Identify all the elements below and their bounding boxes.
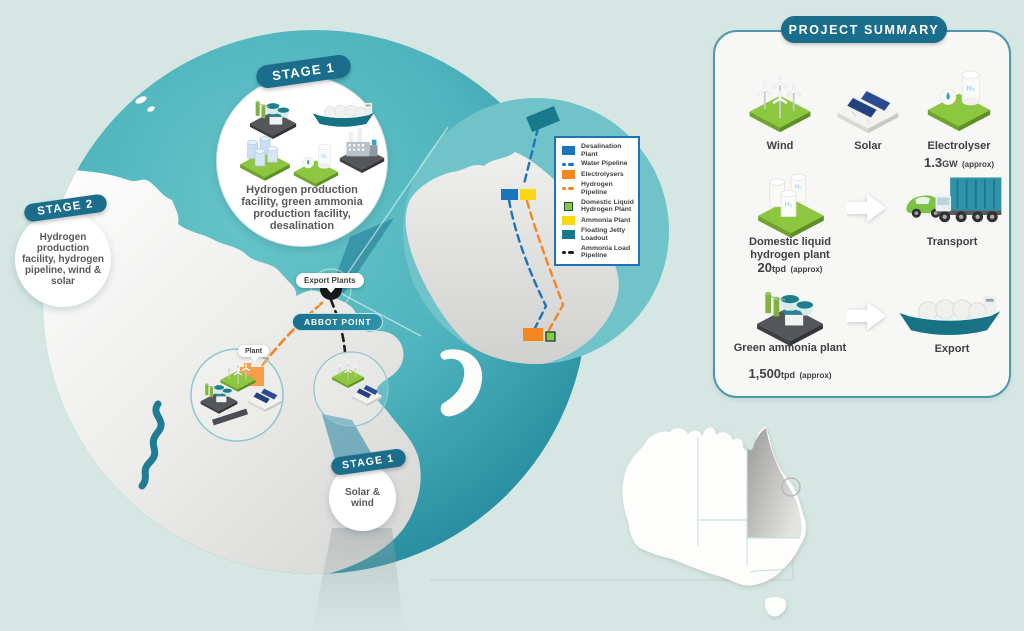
export-label: Export bbox=[934, 343, 970, 355]
green-ammonia-plant-label: Green ammonia plant bbox=[733, 342, 847, 354]
domestic-liquid-hydrogen-plant-marker bbox=[545, 331, 556, 342]
electrolysers-marker bbox=[523, 328, 543, 341]
island bbox=[135, 96, 147, 104]
hook-island bbox=[440, 349, 483, 417]
solar-icon bbox=[830, 64, 906, 134]
legend-item-hydrogen-pipeline: Hydrogen Pipeline bbox=[562, 181, 634, 196]
ammonia-plant-marker bbox=[520, 189, 536, 200]
arrow-icon bbox=[847, 192, 887, 224]
stage2-circle: Hydrogen production facility, hydrogen p… bbox=[15, 211, 111, 307]
legend-item-ammonia-load-pipeline: Ammonia Load Pipeline bbox=[562, 245, 634, 260]
plant-label: Plant bbox=[245, 347, 263, 355]
stage1-bottom-text: Solar & wind bbox=[344, 486, 380, 509]
solar-label: Solar bbox=[854, 140, 882, 152]
solar-wind-beam-fade bbox=[312, 528, 404, 631]
abbot-point-label: ABBOT POINT bbox=[304, 317, 372, 327]
wind-icon bbox=[742, 62, 818, 134]
coastline-land bbox=[43, 169, 421, 574]
domestic-liquid-hydrogen-plant-swatch bbox=[562, 201, 576, 211]
legend-item-electrolysers: Electrolysers bbox=[562, 170, 634, 180]
hydrogen-pipeline-magnifier bbox=[525, 199, 565, 332]
transport-label: Transport bbox=[926, 236, 978, 248]
magnifier-connectors bbox=[340, 126, 449, 337]
desalination-plant-marker bbox=[501, 189, 518, 200]
hydrogen-pipeline-swatch bbox=[562, 187, 576, 191]
transport-icon bbox=[896, 172, 1008, 236]
legend-item-water-pipeline: Water Pipeline bbox=[562, 160, 634, 168]
plant-bubble: Plant bbox=[238, 345, 270, 362]
export-plants-label: Export Plants bbox=[304, 276, 356, 285]
water-pipeline bbox=[507, 126, 548, 330]
wind-label: Wind bbox=[766, 140, 794, 152]
desalination-plant-swatch bbox=[562, 146, 576, 156]
ammonia-load-pipeline-swatch bbox=[562, 250, 576, 254]
electrolyser-label: Electrolyser bbox=[927, 140, 991, 152]
project-summary-title: PROJECT SUMMARY bbox=[781, 16, 947, 43]
green-ammonia-plant-icon bbox=[748, 272, 832, 346]
stage1-bottom-circle: Solar & wind bbox=[329, 464, 396, 531]
hydrogen-facility-circle bbox=[190, 348, 284, 442]
legend-item-floating-jetty-loadout: Floating Jetty Loadout bbox=[562, 227, 634, 242]
floating-jetty-loadout-swatch bbox=[562, 230, 576, 240]
island bbox=[147, 106, 155, 112]
stage1-top-icons bbox=[216, 75, 386, 245]
legend-item-domestic-liquid-hydrogen-plant: Domestic Liquid Hydrogen Plant bbox=[562, 199, 634, 214]
abbot-point-halo bbox=[310, 268, 352, 310]
legend-item-desalination-plant: Desalination Plant bbox=[562, 143, 634, 158]
inset-location-marker bbox=[781, 477, 801, 497]
export-plants-bubble: Export Plants bbox=[296, 273, 364, 293]
solar-wind-facility-circle bbox=[313, 351, 389, 427]
domestic-liquid-hydrogen-plant-label: Domestic liquid hydrogen plant bbox=[749, 236, 831, 261]
stage2-text: Hydrogen production facility, hydrogen p… bbox=[21, 231, 105, 287]
stage1-top-text: Hydrogen production facility, green ammo… bbox=[241, 184, 363, 232]
hydrogen-pipeline-main bbox=[259, 301, 324, 369]
electrolysers-swatch bbox=[562, 170, 576, 180]
water-pipeline-swatch bbox=[562, 162, 576, 166]
abbot-point-pill: ABBOT POINT bbox=[292, 313, 384, 331]
river bbox=[138, 400, 165, 490]
legend-item-ammonia-plant: Ammonia Plant bbox=[562, 216, 634, 226]
domestic-liquid-hydrogen-plant-capacity: 20tpd (approx) bbox=[757, 260, 823, 275]
plant-electrolyser-square bbox=[244, 363, 251, 369]
electrolyser-icon bbox=[920, 58, 998, 134]
domestic-liquid-hydrogen-plant-icon bbox=[750, 164, 832, 238]
ammonia-plant-swatch bbox=[562, 216, 576, 226]
green-ammonia-plant-capacity: 1,500tpd (approx) bbox=[748, 366, 832, 381]
electrolyser-capacity: 1.3GW (approx) bbox=[923, 155, 995, 170]
arrow-icon bbox=[847, 300, 887, 332]
export-ship-icon bbox=[892, 286, 1006, 344]
queensland-region bbox=[747, 428, 802, 538]
map-legend: Desalination Plant Water Pipeline Electr… bbox=[554, 136, 640, 266]
state-borders bbox=[697, 438, 800, 573]
floating-jetty-loadout-marker bbox=[526, 105, 560, 133]
